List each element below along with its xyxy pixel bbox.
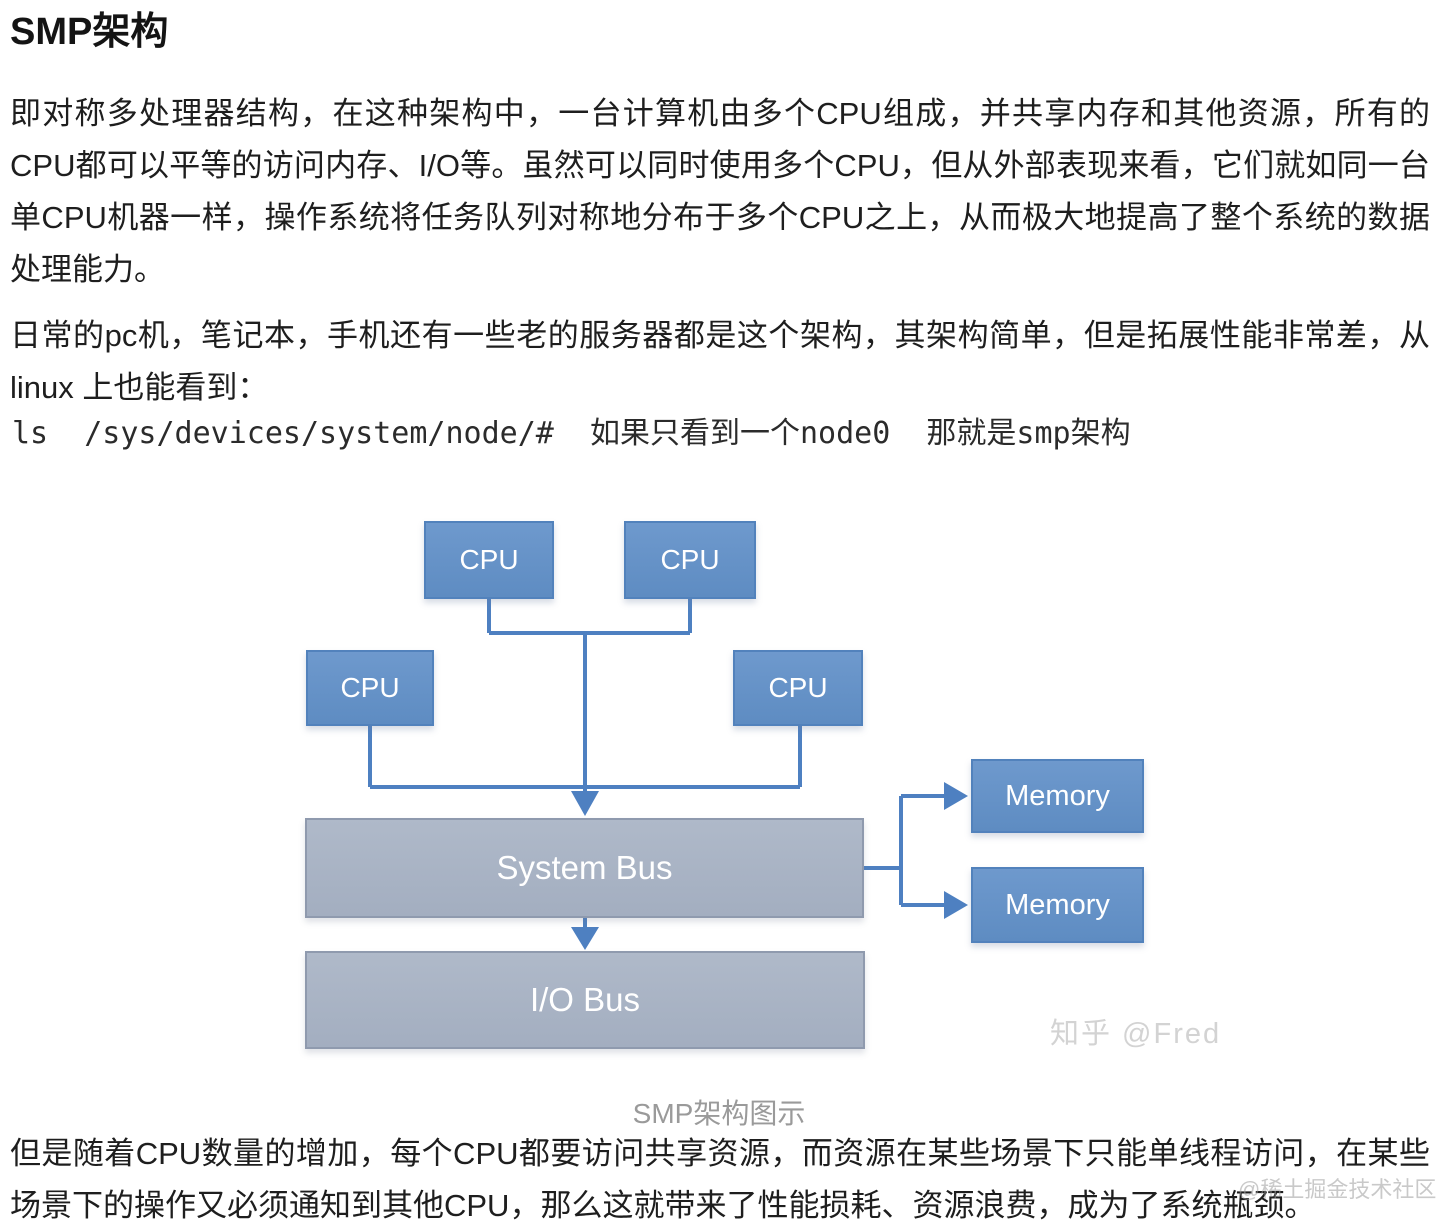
arrow-into-memory2-icon <box>944 891 968 919</box>
cpu-box-right: CPU <box>733 650 863 726</box>
memory-label: Memory <box>1005 779 1110 812</box>
arrow-into-memory1-icon <box>944 782 968 810</box>
paragraph-smp-intro: 即对称多处理器结构，在这种架构中，一台计算机由多个CPU组成，并共享内存和其他资… <box>10 96 1430 287</box>
top-cpu-connector <box>487 599 692 791</box>
connector-lines <box>368 599 968 950</box>
paragraph-smp-examples: 日常的pc机，笔记本，手机还有一些老的服务器都是这个架构，其架构简单，但是拓展性… <box>10 318 1430 405</box>
cpu-label: CPU <box>768 672 828 703</box>
cpu-label: CPU <box>340 672 400 703</box>
memory-label: Memory <box>1005 888 1110 921</box>
memory-box-bottom: Memory <box>971 867 1144 943</box>
cpu-label: CPU <box>660 544 720 575</box>
io-bus-label: I/O Bus <box>529 981 641 1018</box>
bottom-cpu-connector <box>368 726 802 789</box>
memory-box-top: Memory <box>971 759 1144 833</box>
system-bus-label: System Bus <box>496 849 673 886</box>
cpu-box-top-left: CPU <box>424 521 554 599</box>
system-bus-box: System Bus <box>305 818 864 918</box>
page-title: SMP架构 <box>10 11 169 53</box>
arrow-into-io-bus-icon <box>571 927 599 950</box>
memory-branch-connector <box>864 794 944 907</box>
smp-architecture-diagram: CPU CPU CPU CPU System Bus I/O Bus Memor… <box>0 500 1438 1060</box>
cpu-box-top-right: CPU <box>624 521 756 599</box>
zhihu-watermark: 知乎 @Fred <box>1050 1018 1222 1050</box>
diagram-caption: SMP架构图示 <box>632 1098 806 1129</box>
paragraph-smp-drawback: 但是随着CPU数量的增加，每个CPU都要访问共享资源，而资源在某些场景下只能单线… <box>10 1136 1430 1223</box>
community-watermark: @稀土掘金技术社区 <box>1238 1177 1437 1202</box>
arrowheads <box>571 782 968 950</box>
io-bus-box: I/O Bus <box>305 951 865 1049</box>
cpu-box-left: CPU <box>306 650 434 726</box>
cpu-label: CPU <box>459 544 519 575</box>
terminal-command: ls /sys/devices/system/node/# 如果只看到一个nod… <box>12 416 1131 451</box>
arrow-into-system-bus-icon <box>571 791 599 816</box>
